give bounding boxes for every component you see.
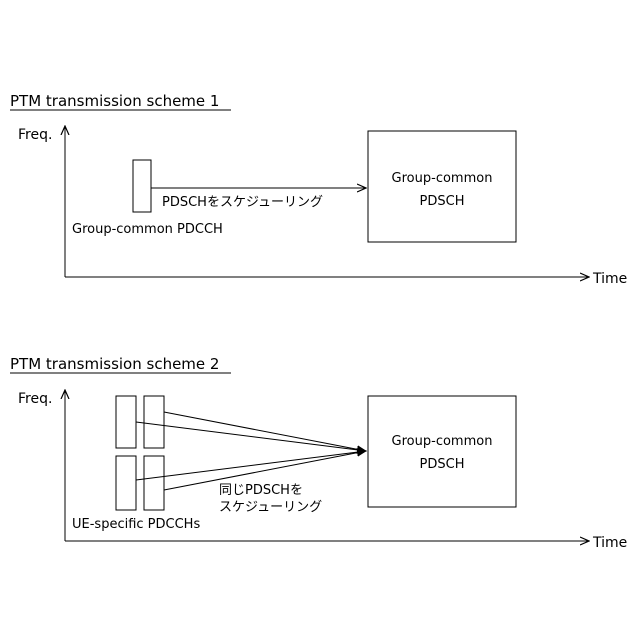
scheme-1-time-label: Time	[592, 271, 627, 287]
scheme-2-pdcch-label: UE-specific PDCCHs	[72, 517, 200, 532]
scheme-2-arrow-label-line2: スケジューリング	[219, 500, 322, 515]
scheme-2: PTM transmission scheme 2 Freq. Time UE-…	[10, 355, 627, 551]
scheme-1-title: PTM transmission scheme 1	[10, 92, 219, 110]
scheme-2-arrow-3	[136, 451, 366, 480]
scheme-2-time-label: Time	[592, 535, 627, 551]
scheme-2-pdsch-label-line2: PDSCH	[420, 457, 465, 472]
scheme-2-arrow-2	[164, 412, 366, 451]
scheme-1-pdsch-block	[368, 131, 516, 242]
scheme-1-pdsch-label-line2: PDSCH	[420, 194, 465, 209]
scheme-1-freq-label: Freq.	[18, 127, 52, 143]
scheme-2-pdcch-block-4	[144, 456, 164, 510]
scheme-1-pdcch-block	[133, 160, 151, 212]
scheme-2-arrow-1	[136, 422, 366, 451]
scheme-2-pdcch-block-3	[116, 456, 136, 510]
scheme-2-pdcch-block-2	[144, 396, 164, 448]
scheme-1-pdsch-label-line1: Group-common	[392, 171, 493, 186]
scheme-2-title: PTM transmission scheme 2	[10, 355, 219, 373]
scheme-2-pdsch-label-line1: Group-common	[392, 434, 493, 449]
scheme-1-arrow-label: PDSCHをスケジューリング	[162, 195, 323, 210]
scheme-1: PTM transmission scheme 1 Freq. Time Gro…	[10, 92, 627, 287]
scheme-2-freq-label: Freq.	[18, 391, 52, 407]
scheme-2-arrow-label-line1: 同じPDSCHを	[219, 483, 303, 498]
scheme-1-pdcch-label: Group-common PDCCH	[72, 222, 223, 237]
scheme-2-pdcch-block-1	[116, 396, 136, 448]
scheme-2-pdsch-block	[368, 396, 516, 507]
